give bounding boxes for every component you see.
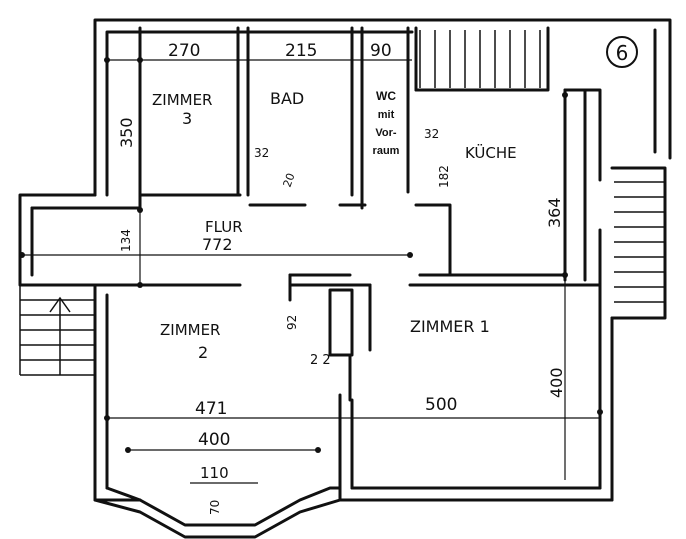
dim-772: 772 [202,235,233,254]
dim-471: 471 [195,399,227,419]
stair-west [19,285,95,376]
dimension-dots [19,57,603,453]
room-wc-line2: mit [378,109,395,121]
dim-182: 182 [437,165,451,188]
dim-110: 110 [200,464,229,482]
dim-90: 90 [370,41,392,61]
stair-top-frame [414,26,550,92]
dim-134: 134 [119,229,133,252]
room-wc-line3: Vor- [375,127,397,139]
outer-wall [93,18,672,197]
walls [18,18,672,539]
dim-32-bad: 32 [254,146,269,160]
room-wc-line1: WC [376,89,396,103]
room-flur-label: FLUR [205,218,243,236]
dim-400-width: 400 [198,430,230,450]
room-wc-line4: raum [373,145,400,157]
dim-215: 215 [285,41,317,61]
stair-east [614,181,664,303]
room-zimmer1-label: ZIMMER 1 [410,317,490,336]
bay-window [105,486,342,527]
room-zimmer2-label: ZIMMER [160,321,220,339]
dim-2-2: 2 2 [310,353,331,368]
stair-north [419,30,541,88]
south-wall [338,478,614,502]
stairs [19,30,664,376]
kitchen-walls [414,203,452,277]
dim-32-kueche: 32 [424,127,439,141]
dim-270: 270 [168,41,200,61]
outer-wall-inner [105,30,414,197]
dimension-lines [22,59,600,484]
dim-364: 364 [545,197,564,228]
room-zimmer2-number: 2 [198,343,208,362]
dim-350: 350 [117,117,136,148]
room-kueche-label: KÜCHE [465,143,517,162]
room-zimmer3-label: ZIMMER [152,91,212,109]
dim-500: 500 [425,395,457,415]
dim-400-height: 400 [547,367,566,398]
dim-92: 92 [285,315,299,330]
sheet-marker-circle [606,36,638,68]
flur-west-wall [18,193,97,287]
dim-70: 70 [208,500,222,515]
east-stair-frame [610,166,667,320]
room-bad-label: BAD [270,89,304,108]
dim-20: 20 [281,171,298,189]
chimney [328,288,354,357]
sheet-marker-number: 6 [616,41,629,65]
room-zimmer3-number: 3 [182,109,192,128]
